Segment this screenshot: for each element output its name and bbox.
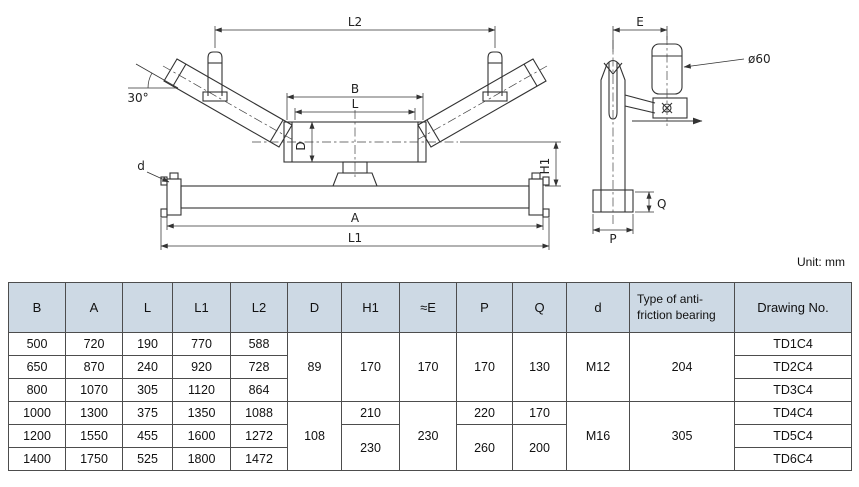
- cell-b: 1200: [8, 424, 66, 448]
- table-row: 1200 1550 455 1600 1272 230 260 200 TD5C…: [8, 424, 852, 471]
- spec-table: B A L L1 L2 D H1 ≈E P Q d Type of anti-f…: [8, 282, 852, 471]
- dim-label-a: A: [351, 211, 360, 225]
- cell-a: 1070: [65, 378, 123, 402]
- cell-q: 200: [512, 424, 567, 471]
- cell-l: 190: [122, 332, 173, 356]
- col-header-bolt-d: d: [566, 282, 630, 333]
- cell-l: 240: [122, 355, 173, 379]
- col-header-e: ≈E: [399, 282, 457, 333]
- cell-p: 220: [456, 401, 513, 425]
- dim-label-l2: L2: [348, 15, 362, 29]
- cell-l1: 770: [172, 332, 231, 356]
- dim-label-q: Q: [657, 197, 666, 211]
- table-row: 1000 1300 375 1350 1088 108 210 230 220 …: [8, 401, 852, 471]
- col-header-d-diameter: D: [287, 282, 342, 333]
- cell-e: 170: [399, 332, 457, 402]
- col-header-drawing-no: Drawing No.: [734, 282, 852, 333]
- cell-bearing: 305: [629, 401, 735, 471]
- cell-l2: 864: [230, 378, 288, 402]
- col-header-l: L: [122, 282, 173, 333]
- col-header-p: P: [456, 282, 513, 333]
- table-row: 1400 1750 525 1800 1472 TD6C4: [8, 447, 852, 471]
- cell-bearing: 204: [629, 332, 735, 402]
- cell-b: 500: [8, 332, 66, 356]
- cell-l2: 1088: [230, 401, 288, 425]
- cell-l2: 728: [230, 355, 288, 379]
- cell-l: 525: [122, 447, 173, 471]
- cell-drawing-no: TD3C4: [734, 378, 852, 402]
- side-view-centerlines: [612, 36, 668, 226]
- col-header-b: B: [8, 282, 66, 333]
- trough-idler-drawing: L2 B L D 30° d A L1 H1: [127, 15, 771, 250]
- cell-q: 170: [512, 401, 567, 425]
- cell-l1: 1800: [172, 447, 231, 471]
- cell-drawing-no: TD1C4: [734, 332, 852, 356]
- cell-l: 305: [122, 378, 173, 402]
- angle-label-30deg: 30°: [127, 91, 148, 105]
- side-view: [592, 43, 688, 213]
- cell-b: 1400: [8, 447, 66, 471]
- table-row: 500 720 190 770 588 89 170 170 170 130 M…: [8, 332, 852, 402]
- col-header-bearing: Type of anti-friction bearing: [629, 282, 735, 333]
- col-header-l1: L1: [172, 282, 231, 333]
- cell-e: 230: [399, 401, 457, 471]
- cell-p: 260: [456, 424, 513, 471]
- cell-d-diameter: 89: [287, 332, 342, 402]
- cell-drawing-no: TD5C4: [734, 424, 852, 448]
- side-view-dimensions: [592, 26, 745, 234]
- front-view-centerlines: [162, 65, 548, 178]
- diameter-label-60: ø60: [748, 52, 771, 66]
- cell-l2: 1272: [230, 424, 288, 448]
- dim-label-l1: L1: [348, 231, 362, 245]
- cell-h1: 170: [341, 332, 400, 402]
- dim-label-bolt-d: d: [137, 159, 145, 173]
- front-view: [160, 51, 550, 218]
- cell-l1: 1600: [172, 424, 231, 448]
- cell-b: 650: [8, 355, 66, 379]
- cell-a: 1750: [65, 447, 123, 471]
- cell-bolt-d: M12: [566, 332, 630, 402]
- dim-label-b: B: [351, 82, 359, 96]
- cell-b: 800: [8, 378, 66, 402]
- cell-drawing-no: TD4C4: [734, 401, 852, 425]
- cell-drawing-no: TD2C4: [734, 355, 852, 379]
- col-header-q: Q: [512, 282, 567, 333]
- dim-label-e: E: [636, 15, 644, 29]
- cell-l: 375: [122, 401, 173, 425]
- cell-b: 1000: [8, 401, 66, 425]
- unit-label: Unit: mm: [797, 255, 845, 269]
- cell-p: 170: [456, 332, 513, 402]
- dim-label-l: L: [352, 97, 359, 111]
- col-header-l2: L2: [230, 282, 288, 333]
- cell-d-diameter: 108: [287, 401, 342, 471]
- table-row: 800 1070 305 1120 864 TD3C4: [8, 378, 852, 402]
- dim-label-p: P: [609, 232, 616, 246]
- header-row: B A L L1 L2 D H1 ≈E P Q d Type of anti-f…: [8, 282, 852, 333]
- cell-a: 1300: [65, 401, 123, 425]
- cell-a: 720: [65, 332, 123, 356]
- col-header-a: A: [65, 282, 123, 333]
- cell-l1: 1120: [172, 378, 231, 402]
- cell-bolt-d: M16: [566, 401, 630, 471]
- cell-l2: 588: [230, 332, 288, 356]
- dim-label-d-diameter: D: [294, 141, 308, 150]
- cell-drawing-no: TD6C4: [734, 447, 852, 471]
- cell-l2: 1472: [230, 447, 288, 471]
- cell-l: 455: [122, 424, 173, 448]
- technical-drawing-area: L2 B L D 30° d A L1 H1: [127, 15, 771, 250]
- dim-label-h1: H1: [538, 158, 552, 175]
- cell-l1: 920: [172, 355, 231, 379]
- cell-q: 130: [512, 332, 567, 402]
- cell-a: 1550: [65, 424, 123, 448]
- cell-h1: 230: [341, 424, 400, 471]
- cell-h1: 210: [341, 401, 400, 425]
- front-view-dimensions: [128, 26, 561, 250]
- cell-a: 870: [65, 355, 123, 379]
- cell-l1: 1350: [172, 401, 231, 425]
- col-header-h1: H1: [341, 282, 400, 333]
